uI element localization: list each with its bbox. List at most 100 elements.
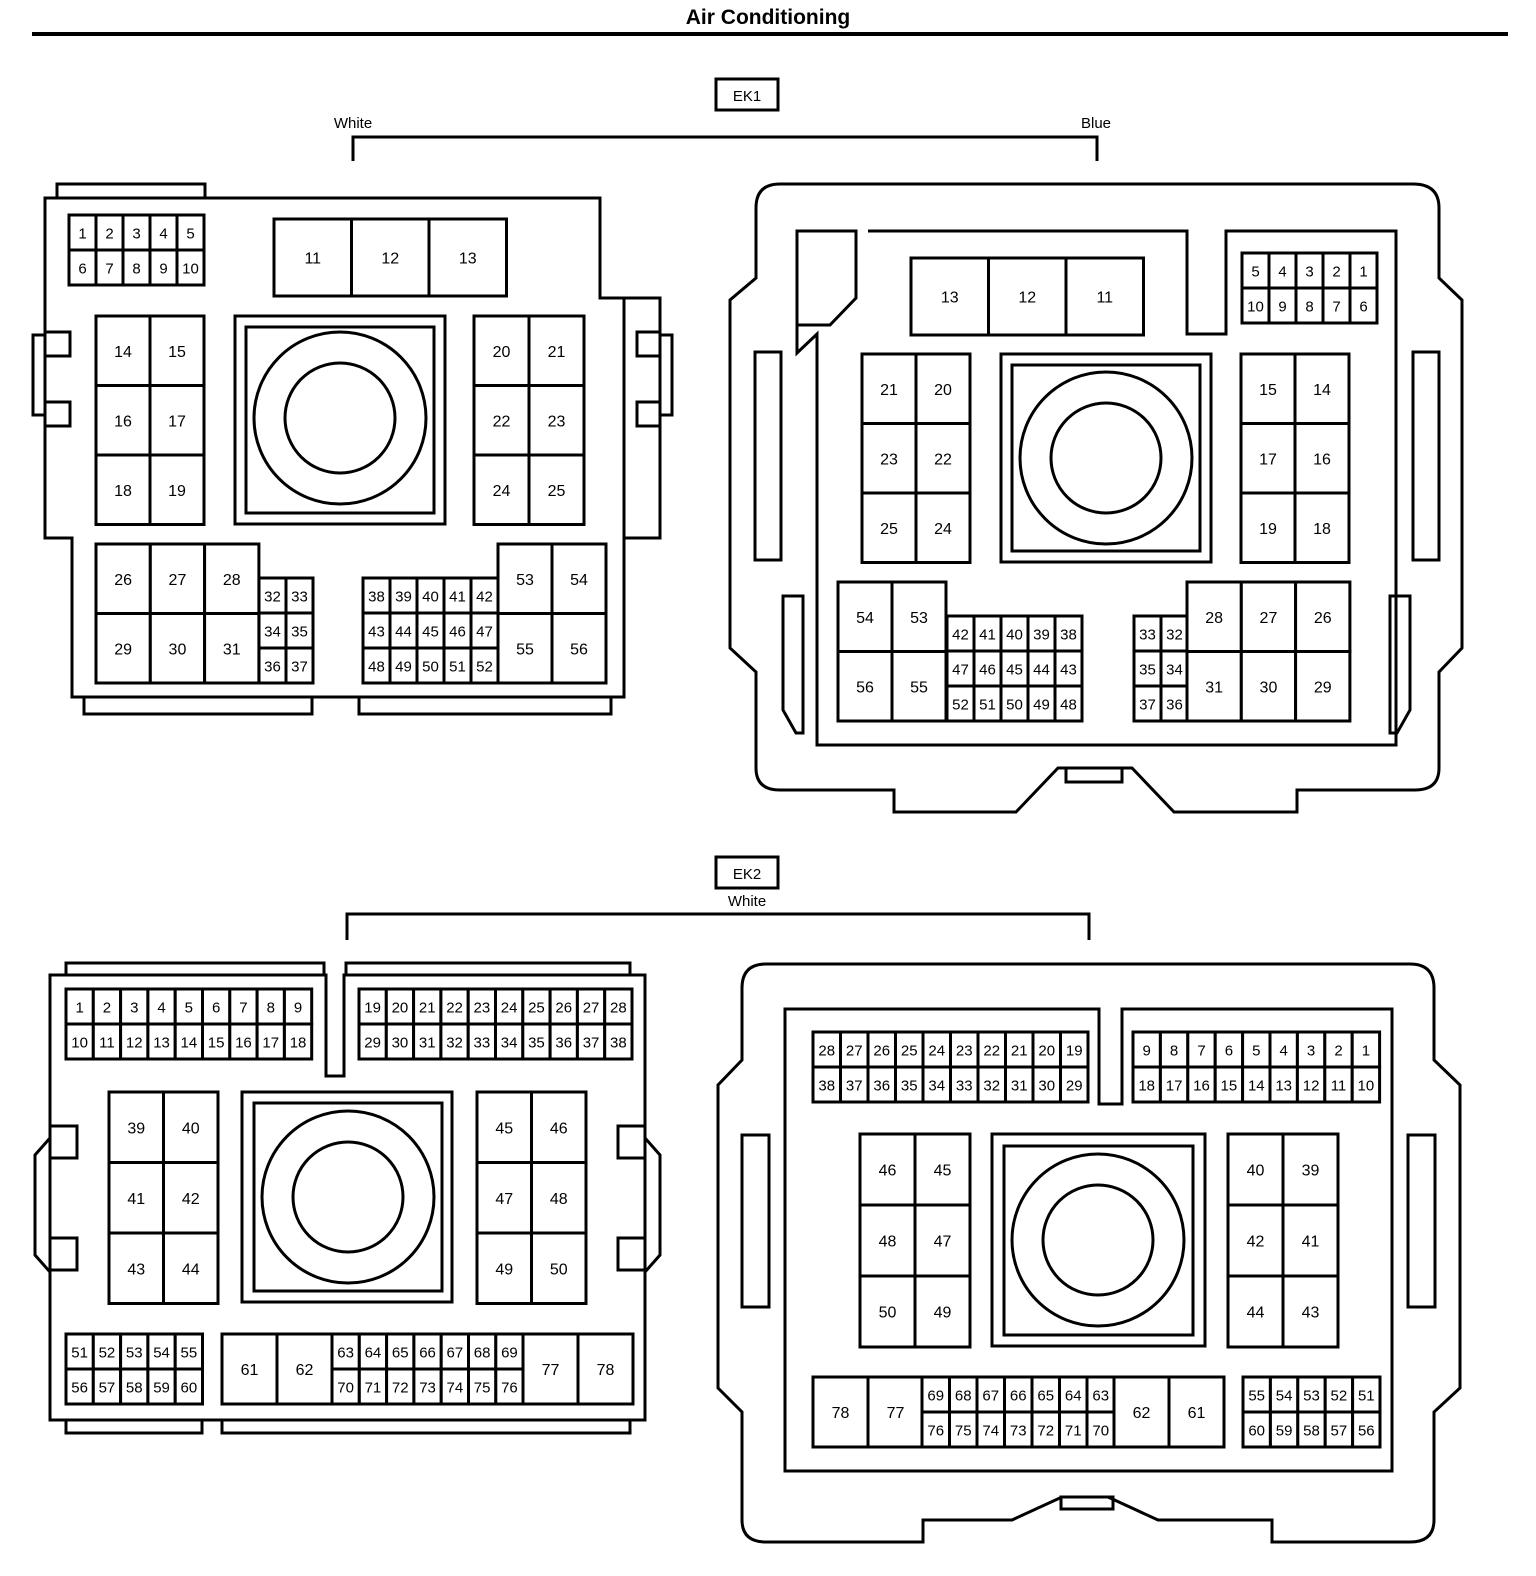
ek1-right-pin-39-label: 39 [1033,627,1050,644]
ek2-right-pin-43-label: 43 [1302,1305,1320,1322]
ek1-left-pin-53-label: 53 [516,572,534,589]
ek1-left-pin-15-label: 15 [168,344,186,361]
ek1-right-pin-36-label: 36 [1166,697,1183,714]
ek1-right-pin-8-label: 8 [1305,299,1313,316]
ek2-left-pin-77-label: 77 [542,1362,560,1379]
ek1-left-pin-46-label: 46 [449,624,466,641]
ek2-left-pin-27-cavity [575,987,607,1026]
ek1-right-pin-34-label: 34 [1166,662,1183,679]
ek1-right-pin-18-label: 18 [1313,521,1331,538]
ek2-left-pin-8-label: 8 [267,1000,275,1017]
ek2-left-pin-44-cavity [162,1231,220,1305]
ek1-right-pin-14-cavity [1293,352,1351,425]
ek2-left-pin-11-label: 11 [99,1035,115,1052]
ek1-left-pin-47-label: 47 [476,624,493,641]
ek2-right-pin-68-cavity [948,1375,979,1414]
ek2-right-pin-59-label: 59 [1276,1423,1293,1440]
ek2-right-pin-66-label: 66 [1010,1388,1027,1405]
ek1-left-pin-49-label: 49 [395,659,412,676]
ek2-right-pin-5-label: 5 [1252,1043,1260,1060]
ek1-left-pin-24-cavity [472,453,531,526]
ek2-right-pin-19-label: 19 [1066,1043,1083,1060]
ek2-left-pin-5-label: 5 [185,1000,193,1017]
ek2-right-pin-16-label: 16 [1193,1078,1210,1095]
ek1-left-pin-23-cavity [527,384,586,457]
ek2-right-pin-38-label: 38 [818,1078,835,1095]
ek2-right-pin-41-label: 41 [1302,1234,1320,1251]
ek1-right-pin-42-label: 42 [952,627,969,644]
ek2-right-pin-40-label: 40 [1247,1163,1265,1180]
ek2-bracket [345,912,1091,940]
ek2-left-pin-28-label: 28 [610,1000,627,1017]
ek1-right-pin-13-label: 13 [941,290,959,307]
ek2-header: EK2 White [345,855,1091,940]
ek2-left-pin-75-label: 75 [474,1380,491,1397]
ek1-left-pin-56-cavity [550,612,608,685]
ek2-right-pin-70-label: 70 [1092,1423,1109,1440]
ek1-right-pin-16-label: 16 [1313,451,1331,468]
ek2-right-pin-18-label: 18 [1138,1078,1155,1095]
ek1-left-pin-41-label: 41 [449,589,466,606]
ek2-left-pin-45-label: 45 [495,1120,513,1137]
ek2-left-pin-57-label: 57 [99,1380,116,1397]
ek1-right-pin-23-label: 23 [880,451,898,468]
ek2-right-pin-29-cavity [1059,1065,1090,1104]
ek1-right-pin-6-cavity [1348,286,1379,325]
ek2-left-pin-38-cavity [603,1022,634,1061]
ek1-left-pin-6-label: 6 [78,261,86,278]
ek1-left-pin-43-label: 43 [368,624,385,641]
ek2-right-pin-62-label: 62 [1133,1405,1151,1422]
ek2-left-pin-33-label: 33 [474,1035,491,1052]
ek2-left-pin-3-label: 3 [130,1000,138,1017]
ek2-left-pin-2-label: 2 [103,1000,111,1017]
ek1-right-pin-56-label: 56 [856,679,874,696]
ek1-right-pin-30-cavity [1239,650,1298,723]
ek1-left-pin-8-cavity [121,248,152,287]
ek2-left-pin-58-cavity [119,1367,150,1406]
ek2-right-pin-37-cavity [839,1065,870,1104]
ek1-right-pin-25-cavity [860,491,918,564]
ek2-right-pin-34-label: 34 [928,1078,945,1095]
ek2-left-pin-31-label: 31 [419,1035,436,1052]
ek2-right-pin-2-label: 2 [1334,1043,1342,1060]
ek1-left-pin-13-label: 13 [459,251,477,268]
ek2-right-pin-47-label: 47 [934,1234,952,1251]
ek2-left-pin-41-cavity [107,1161,165,1235]
ek2-left-pin-17-label: 17 [262,1035,279,1052]
ek1-right-pin-7-cavity [1321,286,1352,325]
ek2-left-pin-35-label: 35 [528,1035,545,1052]
ek1-left-pin-7-label: 7 [105,261,113,278]
ek2-left-pin-49-label: 49 [495,1261,513,1278]
ek2-right-pin-73-cavity [1003,1410,1034,1449]
ek2-right-pin-14-cavity [1241,1065,1272,1104]
ek2-left-connector-body [33,961,662,1435]
ek1-left-pin-33-label: 33 [291,589,308,606]
ek1-right-pin-35-label: 35 [1139,662,1156,679]
ek1-right-pin-37-cavity [1132,684,1163,723]
ek2-left-pin-69-label: 69 [501,1345,518,1362]
ek2-left-pin-72-label: 72 [392,1380,409,1397]
ek2-right-pin-78-label: 78 [832,1405,850,1422]
ek1-right-pin-25-label: 25 [880,521,898,538]
ek1-left-pin-21-label: 21 [548,344,566,361]
ek1-left-pin-14-cavity [94,314,152,387]
ek2-left-pin-50-cavity [530,1231,588,1305]
ek2-right-pin-77-label: 77 [887,1405,905,1422]
ek2-left-pin-20-label: 20 [392,1000,409,1017]
ek1-right-pin-24-label: 24 [934,521,952,538]
ek1-right-pin-50-label: 50 [1006,697,1023,714]
ek1-right-pin-22-cavity [914,422,972,495]
ek2-left-pin-65-cavity [385,1332,416,1371]
ek1-left-pin-25-cavity [527,453,586,526]
ek1-left-pin-29-cavity [94,612,152,685]
ek2-right-pin-25-label: 25 [901,1043,918,1060]
ek2-left-pin-71-label: 71 [365,1380,382,1397]
ek2-left-pin-60-cavity [173,1367,204,1406]
ek1-right-pin-24-cavity [914,491,972,564]
ek2-right-pin-7-label: 7 [1197,1043,1205,1060]
ek1-right-pin-41-cavity [972,614,1003,653]
ek2-right-pin-33-label: 33 [956,1078,973,1095]
ek1-left-pin-12-label: 12 [381,251,399,268]
ek1-left-connector-body [31,182,674,716]
ek1-left-pin-23-label: 23 [548,413,566,430]
